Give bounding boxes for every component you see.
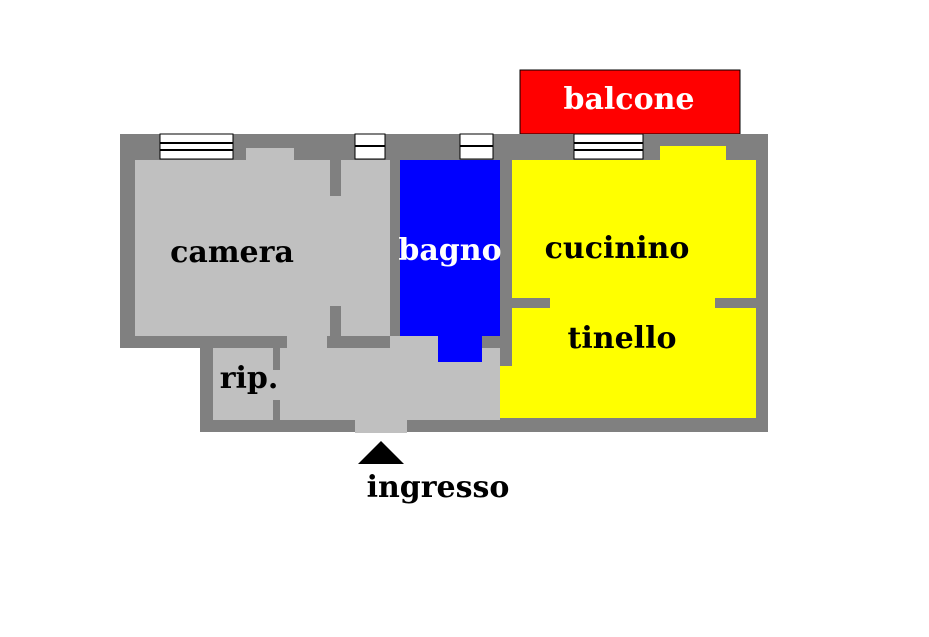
camera-window-recess	[246, 148, 294, 162]
label-ingresso: ingresso	[367, 470, 510, 505]
rip-door-gap	[270, 370, 282, 400]
cucinino-window-recess	[660, 146, 726, 162]
bagno-lower-floor	[438, 336, 482, 362]
rip-floor	[213, 348, 273, 420]
window-camera	[159, 133, 234, 160]
tinello-floor	[512, 308, 756, 418]
label-balcone: balcone	[564, 82, 695, 117]
label-tinello: tinello	[568, 321, 677, 356]
window-closet	[354, 133, 386, 160]
corridor-bath-door	[390, 336, 438, 350]
kitchen-opening	[550, 296, 715, 310]
window-bagno	[459, 133, 494, 160]
label-cucinino: cucinino	[545, 231, 690, 266]
window-balcony-door	[573, 133, 644, 160]
label-rip: rip.	[220, 361, 279, 396]
corridor-upper-floor	[287, 336, 327, 350]
label-bagno: bagno	[398, 233, 501, 268]
camera-door-gap	[330, 196, 341, 306]
tinello-door-gap	[500, 366, 514, 418]
entrance-door-gap	[355, 418, 407, 433]
balcone-area	[519, 69, 741, 135]
entrance-arrow-icon	[358, 441, 404, 464]
closet-floor	[341, 160, 390, 336]
cucinino-floor	[512, 160, 756, 298]
camera-floor	[135, 160, 330, 336]
label-camera: camera	[170, 235, 294, 270]
bagno-floor	[400, 160, 500, 336]
